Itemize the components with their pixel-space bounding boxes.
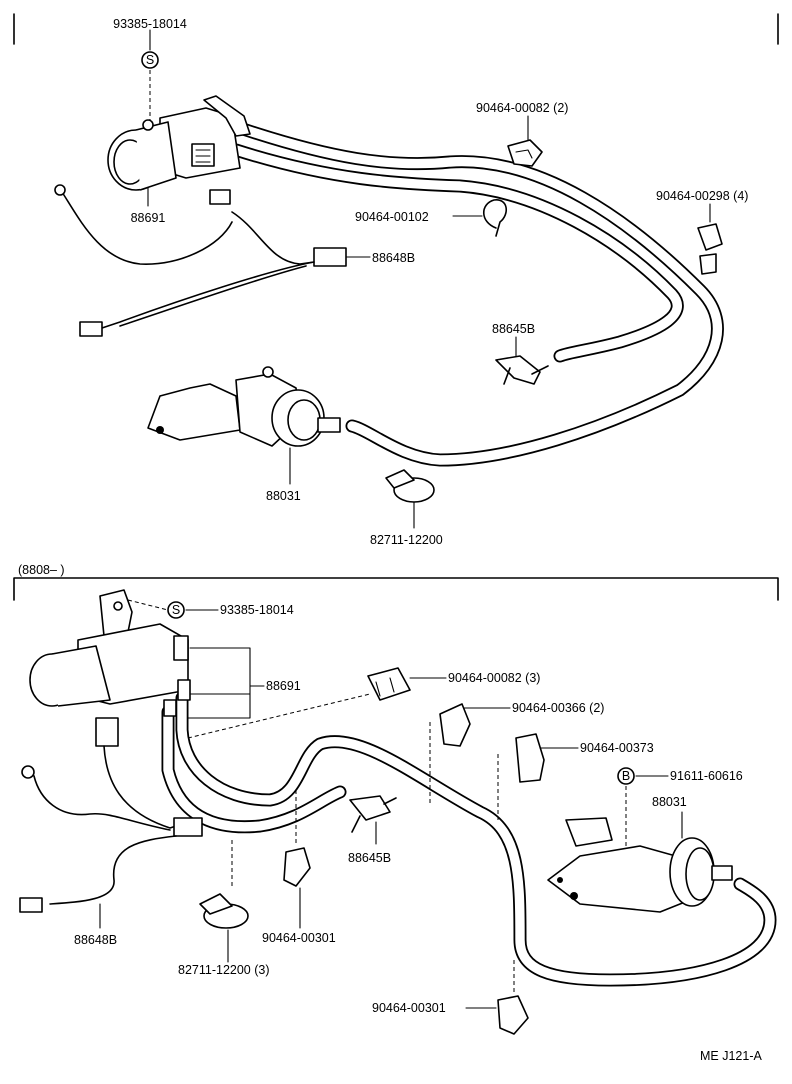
- clamp-90464-00301-icon: [497, 995, 529, 1035]
- bottom-section-header: (8808– ): [18, 563, 65, 577]
- label-screw: 93385-18014: [220, 603, 294, 617]
- clamp-90464-00366-icon: [439, 703, 471, 747]
- label-vsv: 88691: [131, 211, 166, 225]
- label-tee-joint: 88645B: [492, 322, 535, 336]
- vacuum-hose-bottom: [161, 691, 777, 987]
- screw-symbol-label: S: [146, 53, 154, 67]
- clamp-90464-00298-icon: [697, 223, 723, 275]
- bolt-symbol-label: B: [622, 769, 630, 783]
- hose-clip-82711-icon: [385, 469, 435, 503]
- clamp-90464-00301-icon: [283, 847, 311, 887]
- label-clamp-298: 90464-00298 (4): [656, 189, 748, 203]
- label-hose-clip: 82711-12200 (3): [178, 963, 270, 977]
- top-section-frame: [13, 13, 779, 45]
- label-tee-joint: 88645B: [348, 851, 391, 865]
- wire-harness-88648b-top: [54, 184, 347, 337]
- clamp-90464-00102-icon: [482, 199, 507, 237]
- tee-joint-88645b-top: [495, 355, 549, 385]
- label-clamp-82: 90464-00082 (2): [476, 101, 568, 115]
- label-actuator: 88031: [652, 795, 687, 809]
- label-actuator: 88031: [266, 489, 301, 503]
- screw-symbol-label: S: [172, 603, 180, 617]
- actuator-88031-top: [147, 366, 341, 447]
- footer-code: ME J121-A: [700, 1049, 762, 1063]
- leader-line: [187, 693, 371, 739]
- actuator-88031-bottom: [547, 817, 733, 913]
- clamp-90464-00082-icon: [507, 139, 543, 167]
- label-clamp-373: 90464-00373: [580, 741, 654, 755]
- clamp-90464-00373-icon: [515, 733, 545, 783]
- vsv-88691-bottom: [29, 589, 191, 717]
- label-clamp-301-a: 90464-00301: [262, 931, 336, 945]
- label-vsv: 88691: [266, 679, 301, 693]
- bottom-section-frame: [13, 577, 779, 601]
- screw-symbol-s-icon: S: [141, 51, 159, 69]
- label-clamp-82: 90464-00082 (3): [448, 671, 540, 685]
- wire-harness-88648b-bottom: [19, 717, 203, 913]
- hose-clip-82711-icon: [199, 893, 249, 929]
- label-clamp-366: 90464-00366 (2): [512, 701, 604, 715]
- label-wire-harness: 88648B: [372, 251, 415, 265]
- label-hose-clip: 82711-12200: [370, 533, 443, 547]
- leader-line: [187, 647, 265, 719]
- label-clamp-102: 90464-00102: [355, 210, 429, 224]
- top-section: S 93385-18014 88691 90464-00082 (2) 9046…: [13, 13, 779, 547]
- screw-symbol-s-icon: S: [167, 601, 185, 619]
- label-bolt: 91611-60616: [670, 769, 743, 783]
- label-screw: 93385-18014: [113, 17, 187, 31]
- label-wire-harness: 88648B: [74, 933, 117, 947]
- label-clamp-301-b: 90464-00301: [372, 1001, 446, 1015]
- tee-joint-88645b-bottom: [349, 795, 397, 833]
- vsv-88691-top: [107, 95, 251, 191]
- vacuum-hose-top: [229, 121, 724, 467]
- leader-line: [127, 599, 169, 611]
- bolt-symbol-b-icon: B: [617, 767, 635, 785]
- clamp-90464-00082-icon: [367, 667, 411, 701]
- bottom-section: (8808– ): [13, 563, 779, 1035]
